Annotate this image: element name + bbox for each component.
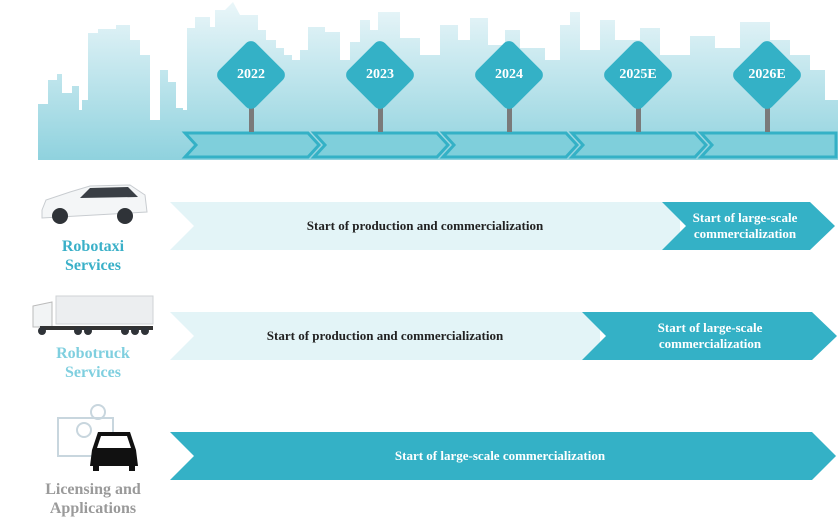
licensing-car-icon [57,404,138,471]
robotruck-phase2-arrow [582,312,837,360]
year-label: 2024 [495,67,523,82]
robotaxi-car-icon [41,184,148,224]
robotaxi-phase1-arrow [170,202,680,250]
robotruck-phase1-text: Start of production and commercializatio… [266,328,504,343]
robotaxi-phase2-arrow [662,202,835,250]
timeline-chevron-band [181,131,838,159]
year-label: 2025E [619,67,657,82]
year-signposts [217,41,801,132]
licensing-phase-arrow [170,432,836,480]
robotaxi-phase2-text: Start of large-scale commercialization [692,210,798,241]
year-label: 2022 [237,67,265,82]
year-label: 2023 [366,67,394,82]
licensing-phase-text: Start of large-scale commercialization [394,448,606,463]
year-label: 2026E [748,67,786,82]
robotruck-phase1-arrow [170,312,600,360]
robotruck-phase2-text: Start of large-scale commercialization [657,320,763,351]
robotaxi-phase1-text: Start of production and commercializatio… [306,218,544,233]
robotruck-icon [32,295,154,335]
